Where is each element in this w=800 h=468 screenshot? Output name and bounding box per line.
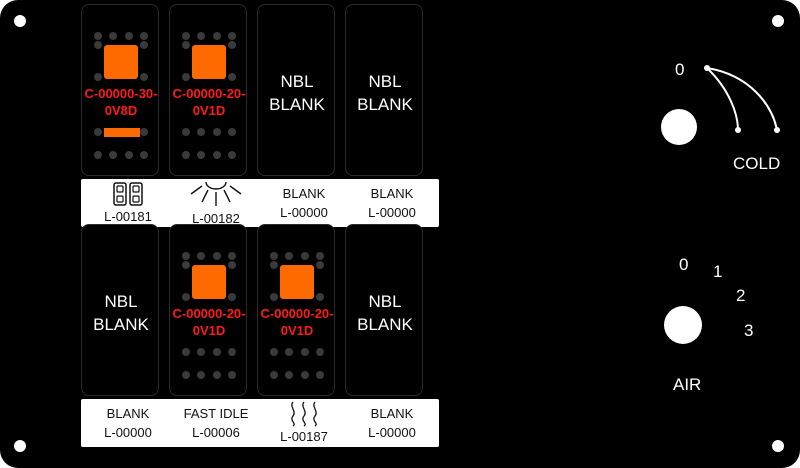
led-dots bbox=[270, 371, 324, 379]
cold-zero-label: 0 bbox=[675, 60, 685, 79]
part-number: C-00000-20-0V1D bbox=[172, 86, 246, 118]
mounting-hole-bottom-right bbox=[772, 440, 784, 452]
label-title: BLANK bbox=[282, 186, 326, 201]
cold-range-arc-icon bbox=[704, 65, 780, 133]
label-code: L-00181 bbox=[104, 209, 152, 224]
part-number: C-00000-20-0V1D bbox=[172, 306, 246, 338]
switch-label-3: BLANK L-00000 bbox=[257, 179, 351, 227]
heat-waves-icon bbox=[291, 401, 317, 427]
sun-rays-icon bbox=[190, 181, 242, 206]
switch-label-8: BLANK L-00000 bbox=[345, 399, 439, 447]
led-dots bbox=[182, 128, 236, 136]
led-dots bbox=[270, 261, 278, 301]
label-code: L-00000 bbox=[104, 425, 152, 440]
mounting-hole-bottom-left bbox=[14, 440, 26, 452]
rocker-switch-7[interactable]: C-00000-20-0V1D bbox=[257, 224, 335, 396]
air-label: AIR bbox=[673, 375, 702, 394]
label-code: L-00000 bbox=[280, 205, 328, 220]
led-dots bbox=[228, 41, 236, 81]
led-dots bbox=[270, 252, 324, 260]
rocker-switch-1[interactable]: C-00000-30-0V8D bbox=[81, 4, 159, 176]
indicator-lamp bbox=[192, 265, 226, 299]
dual-box-icon bbox=[113, 182, 143, 206]
switch-label-2: L-00182 bbox=[169, 179, 263, 227]
part-number: C-00000-30-0V8D bbox=[84, 86, 158, 118]
mounting-hole-top-right bbox=[772, 15, 784, 27]
led-dots bbox=[94, 32, 148, 40]
indicator-lamp bbox=[104, 45, 138, 79]
led-dots bbox=[270, 348, 324, 356]
led-dots bbox=[182, 348, 236, 356]
label-title: BLANK bbox=[106, 406, 150, 421]
label-code: L-00182 bbox=[192, 211, 240, 226]
led-dots bbox=[182, 371, 236, 379]
switch-label-1: L-00181 bbox=[81, 179, 175, 227]
label-title: BLANK bbox=[370, 406, 414, 421]
air-position-2: 2 bbox=[736, 286, 746, 305]
air-position-0: 0 bbox=[679, 255, 689, 274]
led-dots bbox=[182, 32, 236, 40]
indicator-lamp bbox=[192, 45, 226, 79]
rocker-switch-2[interactable]: C-00000-20-0V1D bbox=[169, 4, 247, 176]
led-dots bbox=[228, 261, 236, 301]
switch-label-4: BLANK L-00000 bbox=[345, 179, 439, 227]
mounting-hole-top-left bbox=[14, 15, 26, 27]
label-code: L-00006 bbox=[192, 425, 240, 440]
air-knob[interactable] bbox=[664, 306, 702, 344]
label-code: L-00187 bbox=[280, 429, 328, 444]
led-dots bbox=[140, 41, 148, 81]
label-title: BLANK bbox=[370, 186, 414, 201]
rocker-switch-6[interactable]: C-00000-20-0V1D bbox=[169, 224, 247, 396]
led-dots bbox=[94, 41, 102, 81]
switch-label-6: FAST IDLE L-00006 bbox=[169, 399, 263, 447]
led-dots bbox=[182, 252, 236, 260]
label-title: FAST IDLE bbox=[183, 406, 249, 421]
indicator-lamp bbox=[280, 265, 314, 299]
led-dots bbox=[182, 151, 236, 159]
label-code: L-00000 bbox=[368, 205, 416, 220]
led-dots bbox=[94, 151, 148, 159]
part-number: C-00000-20-0V1D bbox=[260, 306, 334, 338]
label-code: L-00000 bbox=[368, 425, 416, 440]
led-dots bbox=[182, 41, 190, 81]
indicator-bar bbox=[104, 128, 140, 137]
air-position-3: 3 bbox=[744, 321, 754, 340]
led-dots bbox=[316, 261, 324, 301]
cold-knob[interactable] bbox=[661, 109, 697, 145]
switch-label-5: BLANK L-00000 bbox=[81, 399, 175, 447]
led-dots bbox=[182, 261, 190, 301]
switch-label-7: L-00187 bbox=[257, 399, 351, 447]
air-position-1: 1 bbox=[713, 262, 723, 281]
cold-label: COLD bbox=[733, 154, 781, 173]
